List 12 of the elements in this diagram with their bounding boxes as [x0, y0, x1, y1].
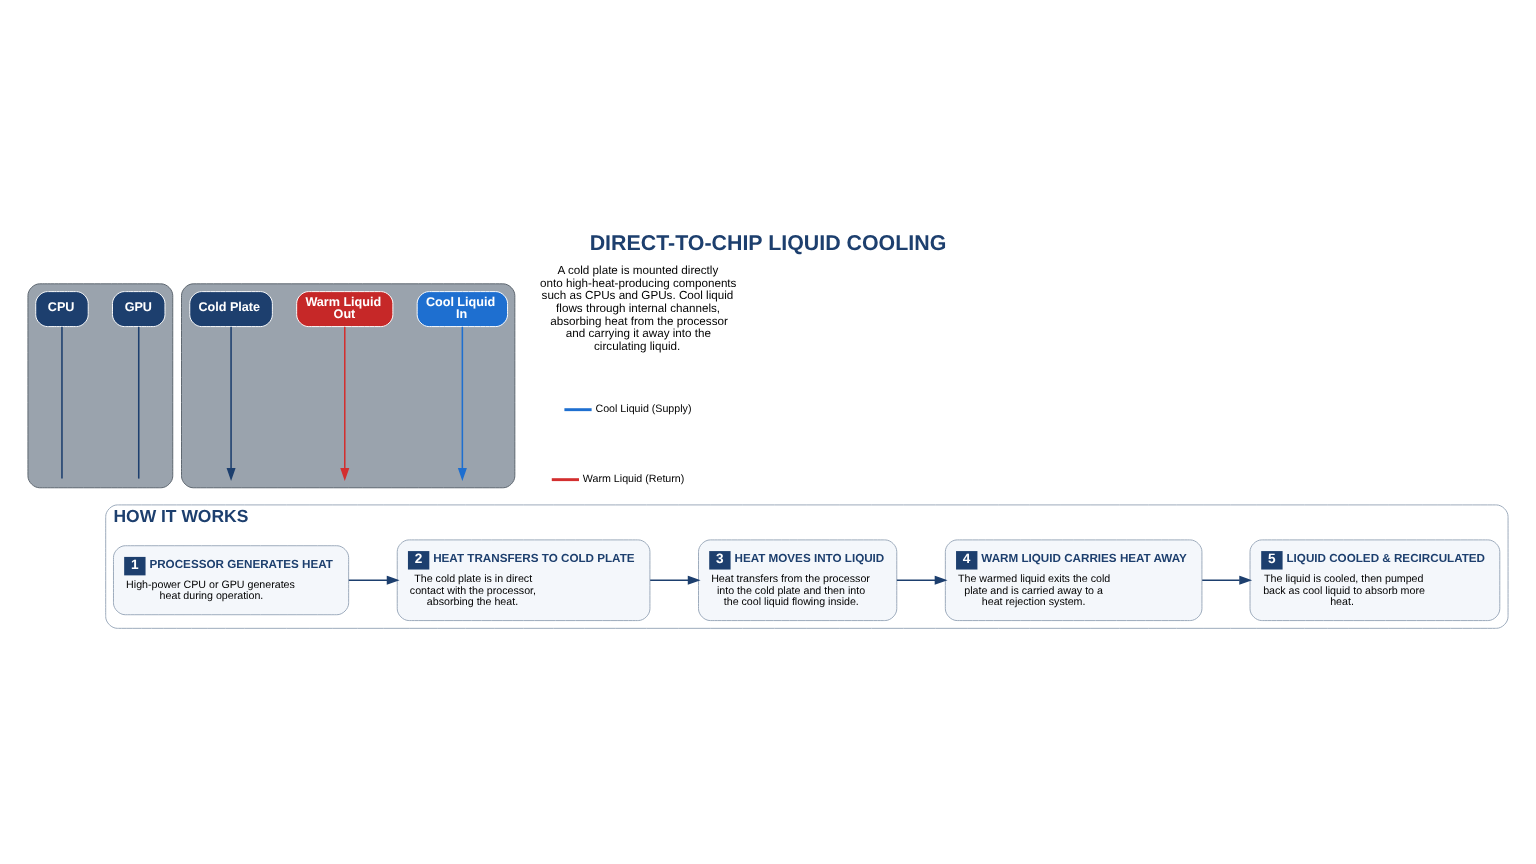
arrow: [457, 325, 467, 480]
arrow: [649, 574, 701, 584]
arrow: [340, 325, 350, 480]
arrow: [1201, 574, 1253, 584]
arrow: [896, 574, 948, 584]
diagram-title: DIRECT-TO-CHIP LIQUID COOLING: [589, 230, 947, 255]
arrow: [348, 574, 400, 584]
connector: [61, 325, 63, 479]
arrow: [226, 325, 236, 480]
connector: [137, 325, 140, 479]
cluster: [181, 282, 516, 488]
cluster: [27, 282, 174, 488]
